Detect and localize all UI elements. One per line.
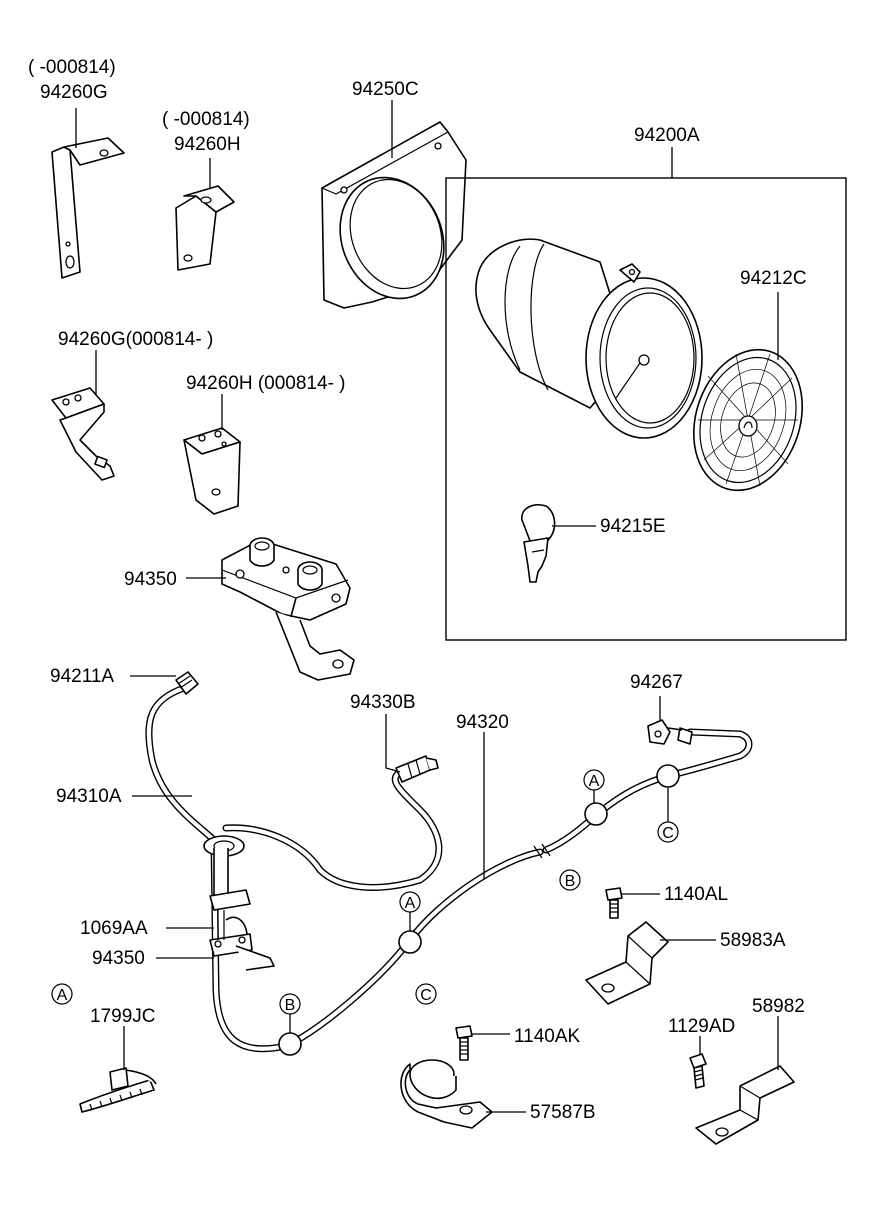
label-94260g-old-range: ( -000814)	[28, 57, 116, 78]
gauge-face-94212c[interactable]	[676, 335, 819, 504]
callout-a-cable-upper: A	[583, 769, 605, 803]
callout-b-cable: B	[279, 993, 301, 1033]
key-94215e[interactable]	[521, 504, 556, 583]
label-94330b: 94330B	[350, 692, 416, 713]
svg-text:A: A	[589, 773, 600, 790]
label-94250c: 94250C	[352, 79, 419, 100]
gauge-panel-94250c[interactable]	[321, 121, 467, 314]
label-1140ak: 1140AK	[514, 1026, 581, 1047]
label-94200a: 94200A	[634, 125, 700, 146]
clamp-b-cable	[278, 1032, 302, 1056]
speedometer-gauge[interactable]	[475, 238, 703, 439]
label-94260g-new: 94260G(000814- )	[58, 329, 213, 350]
label-94260h-old-range: ( -000814)	[162, 109, 250, 130]
label-1129ad: 1129AD	[668, 1016, 735, 1037]
svg-text:C: C	[662, 825, 674, 842]
label-94212c: 94212C	[740, 268, 807, 289]
label-58982: 58982	[752, 996, 805, 1017]
clamp-c-cable	[656, 764, 680, 788]
bracket-58983a[interactable]	[585, 921, 669, 1005]
speedometer-cable-94310a[interactable]	[145, 671, 290, 1053]
speedometer-cable-94330b[interactable]	[222, 755, 443, 891]
grommet-94310a	[203, 835, 275, 971]
label-1069aa: 1069AA	[80, 918, 148, 939]
fitting-94267[interactable]	[647, 719, 683, 745]
label-94211a: 94211A	[50, 666, 114, 687]
label-94310a: 94310A	[56, 786, 122, 807]
label-1799jc: 1799JC	[90, 1006, 156, 1027]
svg-text:C: C	[420, 987, 432, 1004]
clamp-a-lower	[398, 930, 422, 954]
assembly-box-94200a	[445, 177, 847, 641]
label-57587b: 57587B	[530, 1102, 596, 1123]
label-94260g-old: 94260G	[40, 82, 108, 103]
bracket-94260h-new[interactable]	[183, 427, 241, 515]
label-94267: 94267	[630, 672, 683, 693]
callout-c-cable: C	[657, 788, 679, 843]
label-94260h-old: 94260H	[174, 134, 241, 155]
label-94320: 94320	[456, 712, 509, 733]
svg-text:B: B	[285, 997, 296, 1014]
bracket-94260h-old[interactable]	[175, 185, 235, 271]
callout-c-legend: C	[415, 983, 437, 1005]
svg-text:B: B	[565, 873, 576, 890]
label-58983a: 58983A	[720, 930, 786, 951]
callout-a-cable-lower: A	[399, 891, 421, 931]
clamp-a-upper	[584, 802, 608, 826]
label-94350-top: 94350	[124, 569, 177, 590]
svg-text:A: A	[405, 895, 416, 912]
bolt-1129ad[interactable]	[689, 1053, 707, 1089]
bracket-94260g-new[interactable]	[51, 387, 115, 481]
label-94350-bottom: 94350	[92, 948, 145, 969]
bracket-58982[interactable]	[695, 1065, 795, 1145]
gearbox-94350-top[interactable]	[221, 537, 355, 681]
clamp-57587b[interactable]	[400, 1059, 493, 1129]
bracket-94260g-old[interactable]	[51, 137, 125, 279]
bolt-1140ak[interactable]	[455, 1025, 473, 1061]
label-1140al: 1140AL	[664, 884, 728, 905]
label-94260h-new: 94260H (000814- )	[186, 373, 346, 394]
callout-a-legend: A	[51, 983, 73, 1005]
svg-text:A: A	[57, 987, 68, 1004]
bolt-1140al[interactable]	[605, 887, 623, 919]
cable-tie-1799jc[interactable]	[79, 1067, 157, 1113]
callout-b-legend: B	[559, 869, 581, 891]
label-94215e: 94215E	[600, 516, 666, 537]
